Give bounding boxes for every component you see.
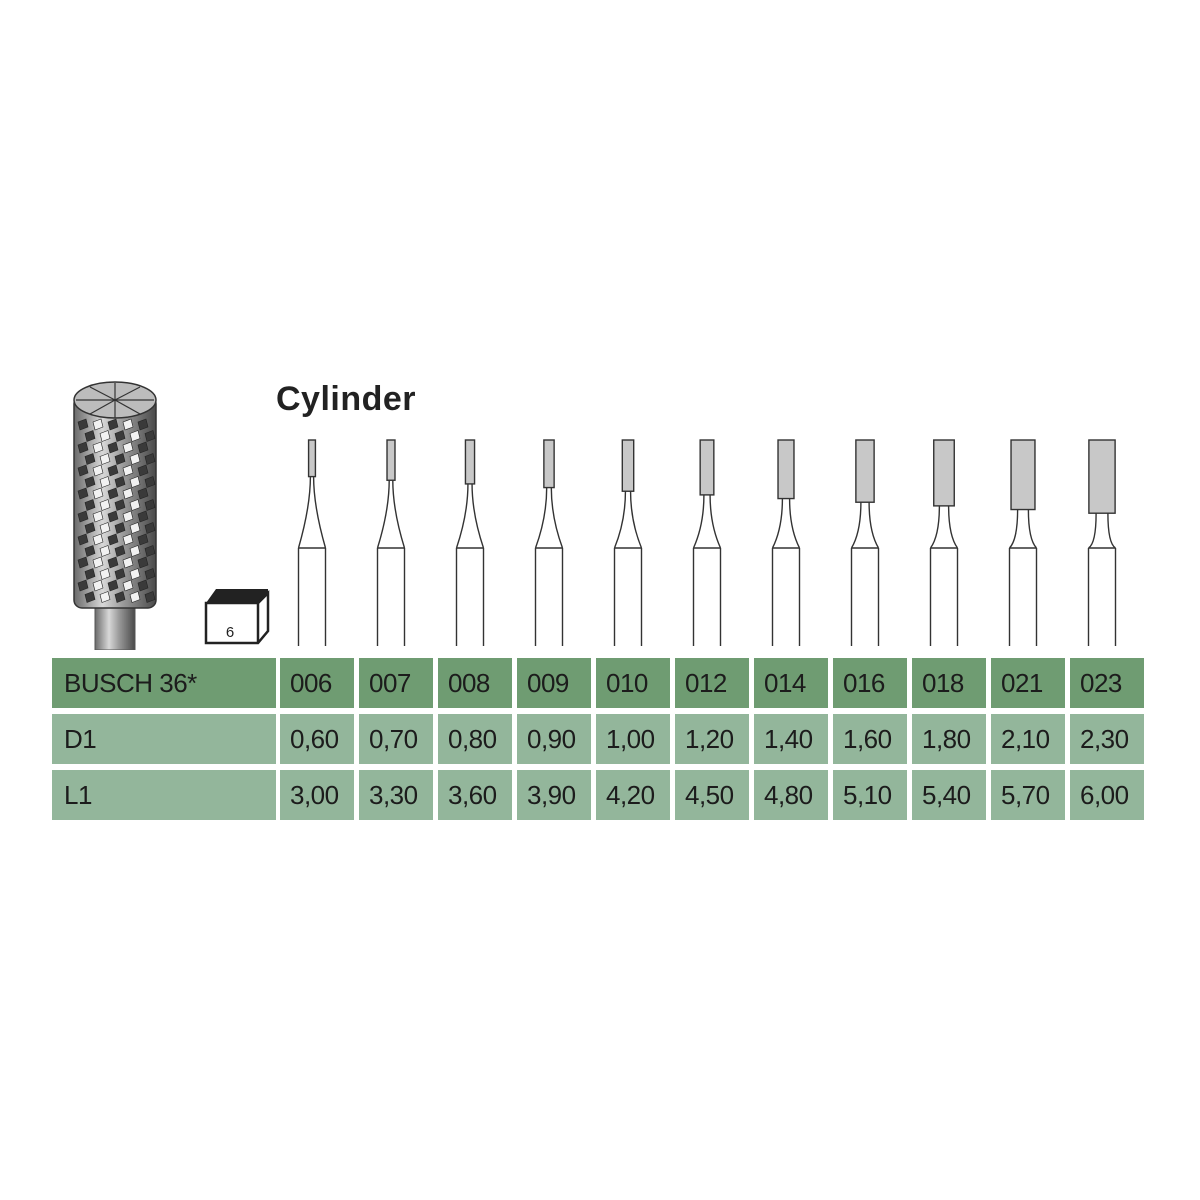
bur-size-drawings (297, 439, 1117, 646)
table-cell: 3,00 (280, 770, 354, 820)
table-cell: 3,30 (359, 770, 433, 820)
table-cell: 1,60 (833, 714, 907, 764)
bur-drawing-021 (1008, 439, 1038, 646)
table-cell: 1,40 (754, 714, 828, 764)
row-label: BUSCH 36* (52, 658, 276, 708)
pack-count: 6 (225, 624, 235, 641)
bur-drawing-012 (692, 439, 722, 646)
bur-drawing-006 (297, 439, 327, 646)
table-cell: 3,60 (438, 770, 512, 820)
table-cell: 0,60 (280, 714, 354, 764)
table-cell: 5,70 (991, 770, 1065, 820)
bur-drawing-009 (534, 439, 564, 646)
round-cross-cut-bur-icon (73, 381, 157, 650)
table-cell: 1,20 (675, 714, 749, 764)
table-cell: 1,80 (912, 714, 986, 764)
package-box-icon (204, 589, 270, 645)
table-cell: 021 (991, 658, 1065, 708)
table-cell: 4,50 (675, 770, 749, 820)
table-cell: 4,20 (596, 770, 670, 820)
table-cell: 5,40 (912, 770, 986, 820)
table-cell: 5,10 (833, 770, 907, 820)
table-cell: 008 (438, 658, 512, 708)
row-label: D1 (52, 714, 276, 764)
table-cell: 018 (912, 658, 986, 708)
bur-drawing-016 (850, 439, 880, 646)
bur-drawing-014 (771, 439, 801, 646)
table-cell: 014 (754, 658, 828, 708)
row-label: L1 (52, 770, 276, 820)
bur-drawing-023 (1087, 439, 1117, 646)
table-cell: 0,80 (438, 714, 512, 764)
bur-drawing-007 (376, 439, 406, 646)
bur-drawing-018 (929, 439, 959, 646)
table-cell: 009 (517, 658, 591, 708)
table-cell: 4,80 (754, 770, 828, 820)
table-cell: 6,00 (1070, 770, 1144, 820)
table-cell: 010 (596, 658, 670, 708)
table-cell: 0,90 (517, 714, 591, 764)
table-cell: 3,90 (517, 770, 591, 820)
bur-drawing-008 (455, 439, 485, 646)
table-cell: 016 (833, 658, 907, 708)
table-cell: 006 (280, 658, 354, 708)
bur-drawing-010 (613, 439, 643, 646)
table-cell: 012 (675, 658, 749, 708)
table-cell: 1,00 (596, 714, 670, 764)
table-cell: 0,70 (359, 714, 433, 764)
table-cell: 023 (1070, 658, 1144, 708)
page-title: Cylinder (276, 380, 417, 418)
table-cell: 2,10 (991, 714, 1065, 764)
table-cell: 007 (359, 658, 433, 708)
table-cell: 2,30 (1070, 714, 1144, 764)
